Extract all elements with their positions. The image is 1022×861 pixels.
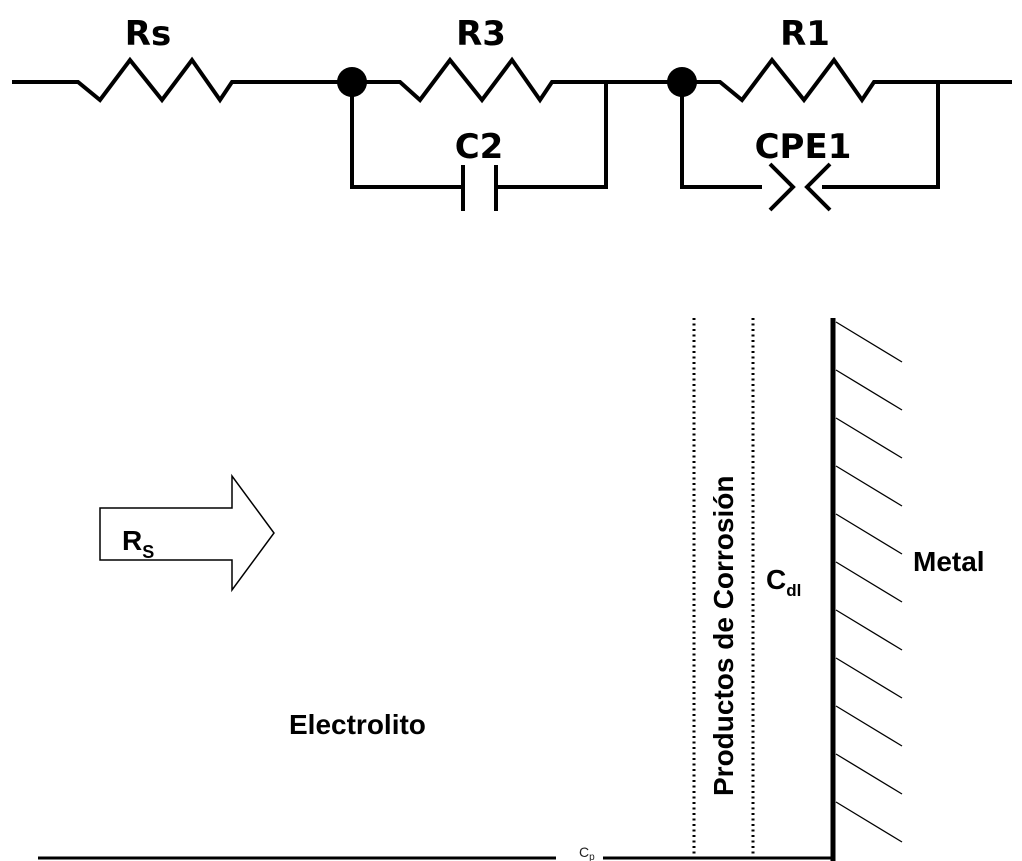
hatch-line (835, 753, 903, 795)
cp-label-sub: p (589, 852, 595, 861)
cdl-label-sub: dl (786, 581, 801, 600)
equivalent-circuit (12, 56, 1012, 212)
rs-arrow-icon (99, 473, 275, 593)
cpe1-symbol-left (768, 162, 796, 212)
label-r1: R1 (780, 14, 830, 54)
hatch-line (835, 561, 903, 603)
hatch-line (835, 321, 903, 363)
branch-wire-r3-c2-left (350, 82, 462, 189)
cp-label: Cp (579, 844, 595, 861)
resistor-rs-symbol (12, 56, 352, 104)
hatch-line (835, 801, 903, 843)
circuit-node-right (667, 67, 697, 97)
rs-arrow-label-sub: S (142, 542, 154, 562)
circuit-node-left (337, 67, 367, 97)
label-c2: C2 (455, 127, 504, 167)
corrosion-products-label: Productos de Corrosión (708, 476, 739, 796)
rs-arrow-label-main: R (122, 525, 142, 556)
resistor-r3-symbol (352, 56, 682, 104)
cp-label-main: C (579, 844, 589, 860)
hatch-line (835, 705, 903, 747)
branch-wire-r1-cpe1-left (680, 82, 762, 189)
metal-label: Metal (913, 546, 985, 577)
hatch-line (835, 513, 903, 555)
electrolyte-label: Electrolito (289, 709, 426, 740)
hatch-line (835, 417, 903, 459)
branch-wire-r1-cpe1-right (822, 82, 940, 189)
resistor-r1-symbol (682, 56, 1012, 104)
hatch-line (835, 465, 903, 507)
hatch-line (835, 369, 903, 411)
rs-arrow-label: RS (122, 525, 154, 562)
label-r3: R3 (456, 14, 506, 54)
cdl-label-main: C (766, 564, 786, 595)
label-cpe1: CPE1 (755, 127, 852, 167)
cpe1-symbol-right (804, 162, 832, 212)
cdl-label: Cdl (766, 564, 801, 600)
hatch-line (835, 657, 903, 699)
hatch-line (835, 609, 903, 651)
branch-wire-r3-c2-right (497, 82, 608, 189)
label-rs: Rs (125, 14, 171, 54)
metal-hatching (835, 321, 903, 843)
